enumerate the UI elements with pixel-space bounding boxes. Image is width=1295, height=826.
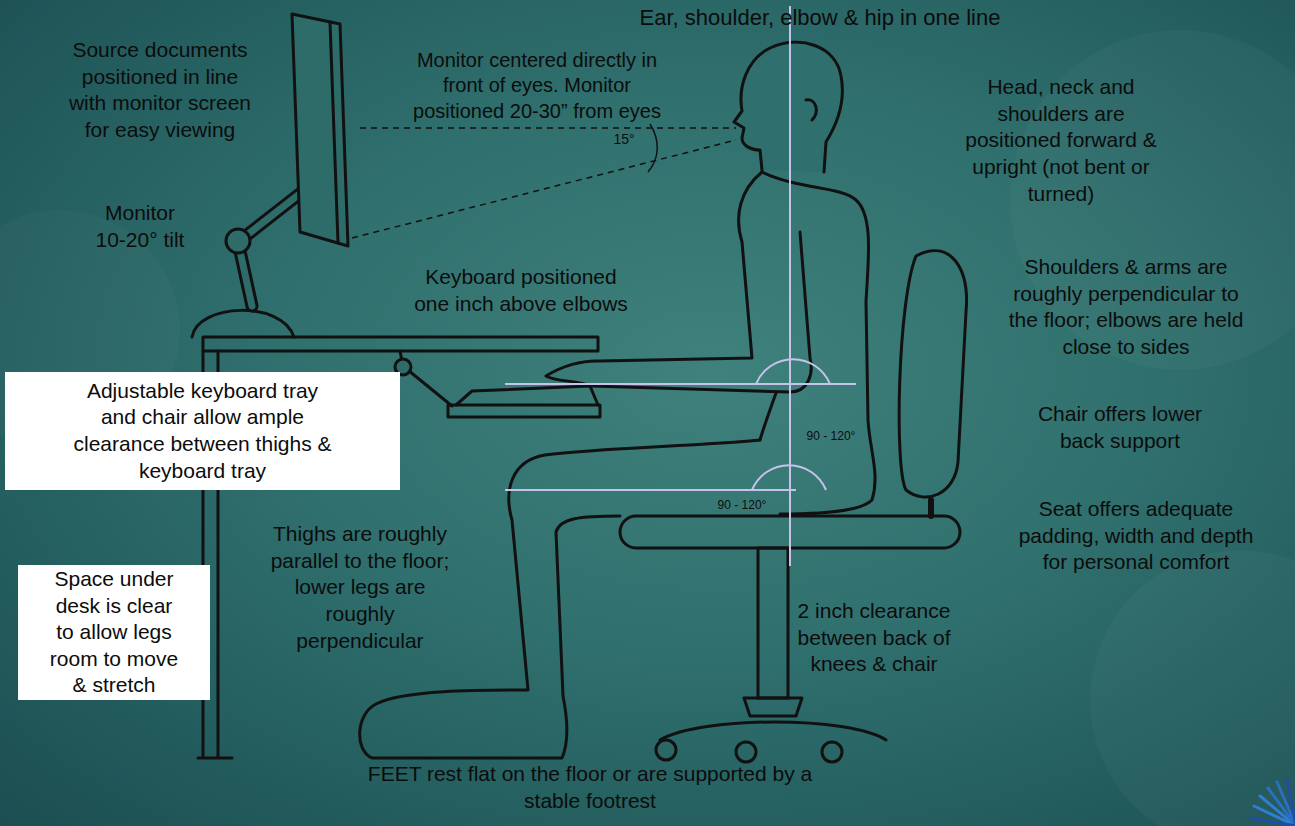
note-text: Adjustable keyboard tray and chair allow… [72, 378, 334, 485]
note-body: Space under desk is clear to allow legs … [48, 566, 180, 699]
sight-line [360, 127, 736, 129]
annotation-label: Chair offers lower back support [1025, 401, 1215, 454]
elbow-angle-line [505, 383, 856, 385]
background-disc [1090, 550, 1295, 826]
person-ear [806, 100, 816, 120]
note-text: Space under desk is clear to allow legs … [48, 566, 180, 699]
annotation-label: Keyboard positioned one inch above elbow… [408, 264, 634, 317]
monitor [292, 14, 348, 246]
keyboard [456, 386, 598, 405]
chair-wheel [822, 742, 842, 762]
logo-ray [1287, 779, 1295, 826]
chair-column-base [744, 698, 802, 716]
elbow-angle-arc [756, 359, 830, 384]
logo-ray [1250, 818, 1295, 826]
chair-wheel [656, 740, 676, 760]
hip-angle-arc [752, 465, 826, 490]
chair-back-support [928, 500, 934, 516]
chair-backrest [899, 251, 966, 497]
annotation-label: Thighs are roughly parallel to the floor… [265, 521, 455, 654]
person-lap [760, 393, 776, 440]
chair-column [758, 548, 788, 698]
chair-wheel [736, 742, 756, 762]
note-box: Adjustable keyboard tray and chair allow… [5, 372, 400, 490]
monitor-base [192, 310, 294, 337]
note-box: Space under desk is clear to allow legs … [18, 565, 210, 700]
chair-base [660, 722, 886, 740]
annotation-label: Monitor 10-20° tilt [95, 200, 185, 253]
person-head [734, 42, 842, 172]
person-torso [762, 172, 875, 514]
alignment-note: Ear, shoulder, elbow & hip in one line [560, 4, 1080, 32]
annotation-label: Shoulders & arms are roughly perpendicul… [1006, 254, 1246, 361]
sight-line [352, 140, 736, 238]
angle-label: 90 - 120° [707, 498, 777, 513]
corner-logo [1250, 779, 1295, 826]
annotation-label: Monitor centered directly in front of ey… [398, 48, 676, 124]
angle-label: 90 - 120° [796, 429, 866, 444]
monitor-screen-edge [330, 22, 338, 243]
annotation-label: Source documents positioned in line with… [65, 37, 255, 144]
note-body: Adjustable keyboard tray and chair allow… [72, 378, 334, 485]
annotation-label: Seat offers adequate padding, width and … [1010, 496, 1262, 576]
annotation-label: Head, neck and shoulders are positioned … [965, 74, 1157, 207]
keyboard-tray [448, 405, 600, 417]
footer-note: FEET rest flat on the floor or are suppo… [366, 761, 814, 814]
angle-label: 15° [604, 131, 644, 149]
person-leg [360, 440, 760, 758]
annotation-label: 2 inch clearance between back of knees &… [783, 598, 965, 678]
monitor-arm-joint [226, 229, 250, 253]
alignment-line [789, 6, 791, 566]
angle-arc [648, 124, 657, 172]
desk-top [203, 337, 598, 351]
